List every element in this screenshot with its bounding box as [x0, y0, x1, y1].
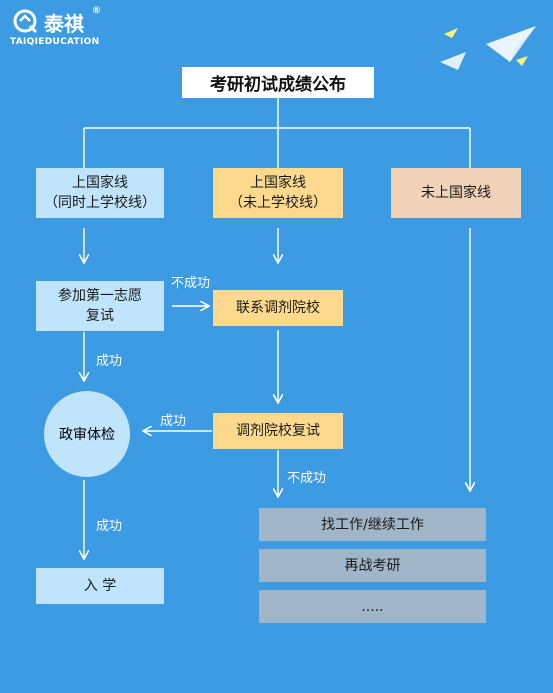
- edge-label-success-3: 成功: [96, 519, 123, 534]
- node-enroll: 入 学: [36, 568, 164, 604]
- outcome-find-job: 找工作/继续工作: [259, 508, 486, 541]
- outcome-retry-exam: 再战考研: [259, 549, 486, 582]
- logo: 泰祺 ® TAIQIEDUCATION: [10, 6, 120, 50]
- node-adjust-retest: 调剂院校复试: [213, 413, 343, 449]
- node-first-choice-retest: 参加第一志愿 复试: [36, 281, 164, 331]
- edge-label-fail-2: 不成功: [287, 471, 327, 486]
- node-political-review: 政审体检: [44, 391, 130, 477]
- logo-mark-icon: [13, 9, 38, 34]
- paper-plane-icon: [440, 26, 536, 70]
- logo-registered: ®: [92, 6, 101, 16]
- edge-label-success-1: 成功: [96, 354, 123, 369]
- branch-above-school-line: 上国家线 （同时上学校线）: [36, 168, 164, 218]
- outcome-more: .....: [259, 590, 486, 623]
- branch-below-national-line: 未上国家线: [391, 168, 521, 218]
- page-title: 考研初试成绩公布: [182, 67, 374, 98]
- logo-brand-cn: 泰祺: [44, 12, 84, 36]
- edge-label-success-2: 成功: [160, 414, 187, 429]
- edge-label-fail-1: 不成功: [171, 276, 211, 291]
- logo-brand-en: TAIQIEDUCATION: [10, 37, 100, 47]
- node-contact-adjust: 联系调剂院校: [213, 290, 343, 326]
- branch-below-school-line: 上国家线 （未上学校线）: [213, 168, 343, 218]
